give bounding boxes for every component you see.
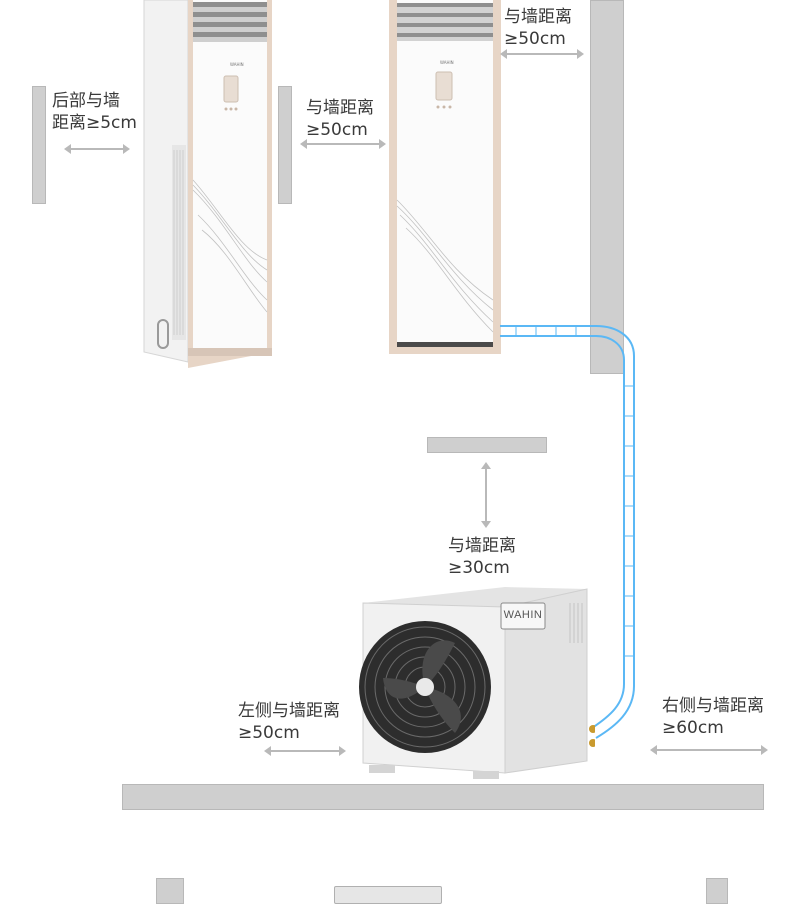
svg-text:WAHIN: WAHIN xyxy=(230,62,244,67)
rear-wall-distance-label: 后部与墙 距离≥5cm xyxy=(52,90,137,134)
side-gap-right-unit-arrow xyxy=(500,49,584,59)
indoor-unit-left-illustration: WAHIN xyxy=(143,0,272,368)
outdoor-top-wall xyxy=(427,437,547,453)
side-gap-left-unit-line1: 与墙距离 xyxy=(306,98,374,118)
ground-slab xyxy=(122,784,764,810)
outdoor-left-distance-line2: ≥50cm xyxy=(238,723,300,743)
outdoor-top-distance-line2: ≥30cm xyxy=(448,558,510,578)
outdoor-right-distance-line2: ≥60cm xyxy=(662,718,724,738)
rear-wall-arrow xyxy=(64,144,130,154)
side-gap-right-unit-line1: 与墙距离 xyxy=(504,7,572,27)
indoor-unit-right-illustration: WAHIN xyxy=(389,0,501,354)
rear-wall-distance-line1: 后部与墙 xyxy=(52,91,120,111)
outdoor-top-distance-line1: 与墙距离 xyxy=(448,536,516,556)
indoor-unit-left: WAHIN xyxy=(140,0,275,370)
outdoor-unit-illustration xyxy=(359,587,597,779)
side-gap-right-unit-label: 与墙距离 ≥50cm xyxy=(504,6,572,50)
outdoor-right-distance-line1: 右侧与墙距离 xyxy=(662,696,764,716)
side-gap-left-unit-label: 与墙距离 ≥50cm xyxy=(306,97,374,141)
svg-text:WAHIN: WAHIN xyxy=(440,60,454,65)
outdoor-right-distance-label: 右侧与墙距离 ≥60cm xyxy=(662,695,764,739)
side-gap-right-unit-line2: ≥50cm xyxy=(504,29,566,49)
outdoor-top-distance-label: 与墙距离 ≥30cm xyxy=(448,535,516,579)
rear-wall-middle xyxy=(278,86,292,204)
outdoor-unit: WAHIN xyxy=(355,583,597,783)
rear-wall-left xyxy=(32,86,46,204)
bottom-unit-partial xyxy=(334,886,442,904)
right-wall xyxy=(590,0,624,374)
side-gap-left-unit-arrow xyxy=(300,139,386,149)
bottom-wall-right xyxy=(706,878,728,904)
bottom-wall-left xyxy=(156,878,184,904)
rear-wall-distance-line2: 距离≥5cm xyxy=(52,113,137,133)
outdoor-right-arrow xyxy=(650,745,768,755)
outdoor-left-arrow xyxy=(264,746,346,756)
indoor-unit-right: WAHIN xyxy=(388,0,503,356)
refrigerant-pipe xyxy=(500,325,635,739)
outdoor-left-distance-line1: 左侧与墙距离 xyxy=(238,701,340,721)
outdoor-left-distance-label: 左侧与墙距离 ≥50cm xyxy=(238,700,340,744)
outdoor-top-arrow xyxy=(481,462,491,528)
side-gap-left-unit-line2: ≥50cm xyxy=(306,120,368,140)
outdoor-unit-logo: WAHIN xyxy=(503,609,543,621)
